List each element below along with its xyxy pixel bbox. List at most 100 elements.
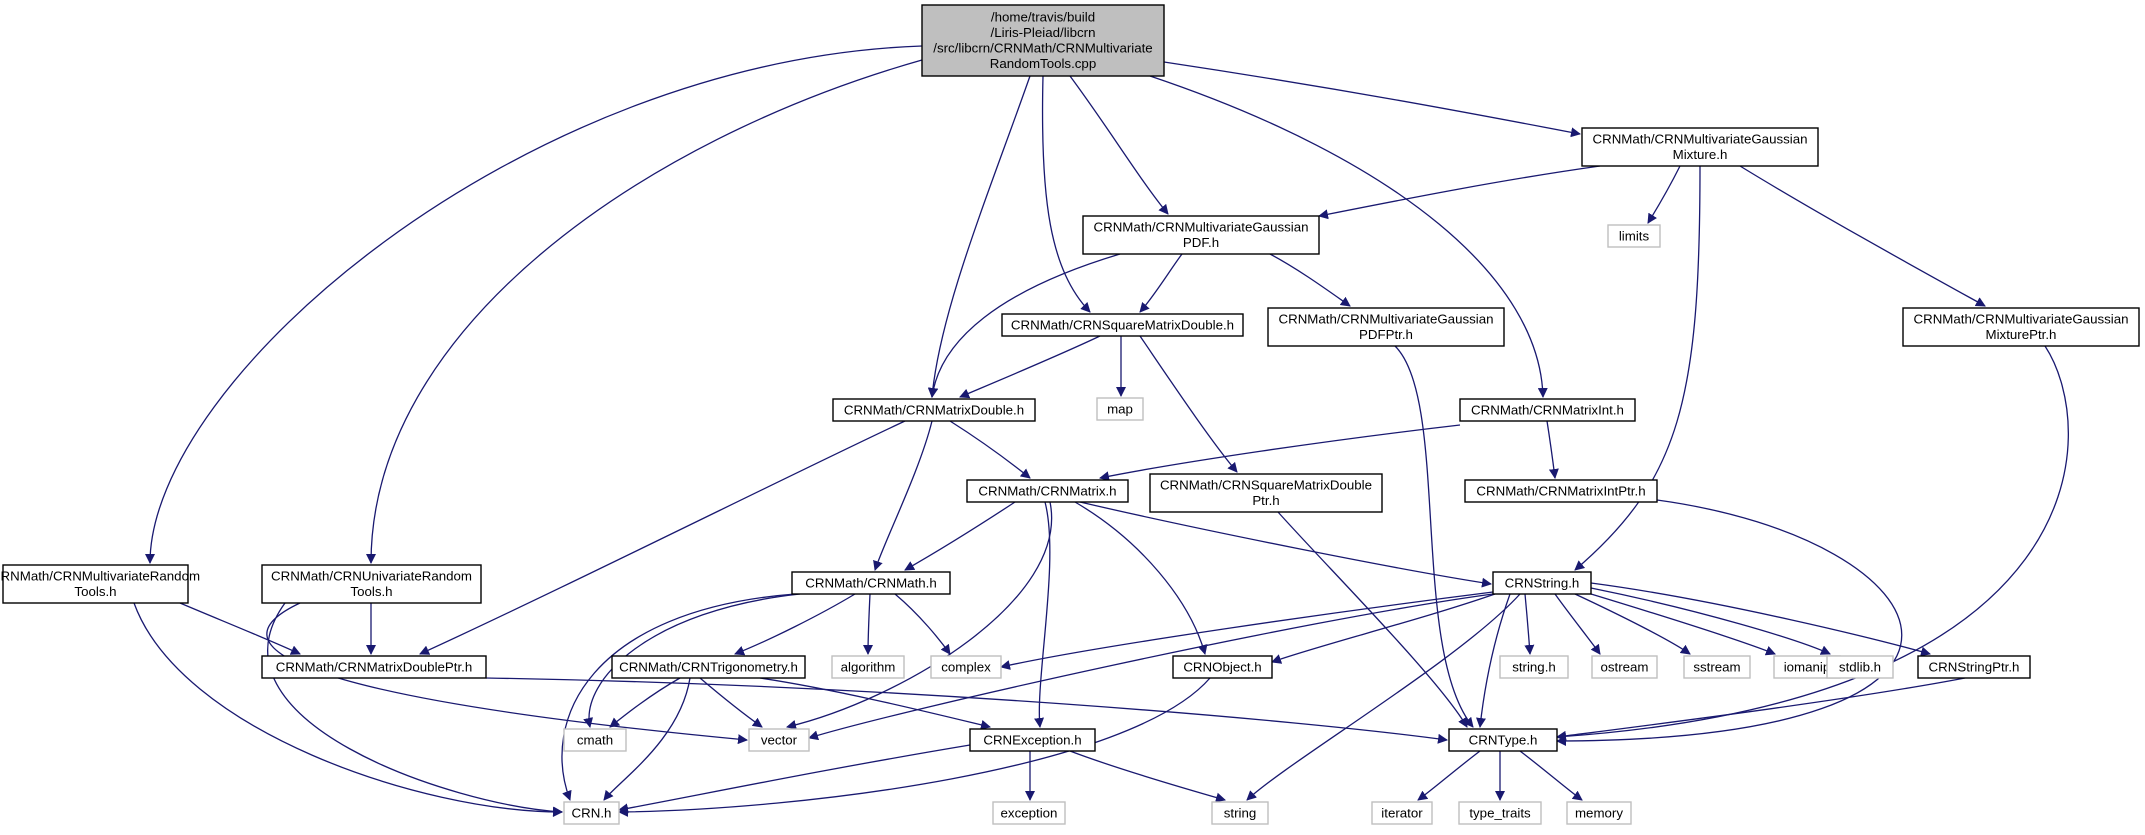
- node-box-mi: [1459, 398, 1636, 422]
- edge-trig-to-exc: [759, 677, 991, 730]
- edge-md-to-crnmath: [873, 420, 933, 571]
- node-label-type-line-0: CRNType.h: [1469, 732, 1538, 747]
- edge-crnmath-to-trig: [734, 593, 856, 656]
- node-box-stringh: [1499, 655, 1569, 679]
- edge-crnmath-to-algorithm: [863, 593, 874, 655]
- node-box-vector: [748, 728, 810, 752]
- node-exception: exception: [992, 801, 1066, 825]
- node-crnmath[interactable]: CRNMath/CRNMath.h: [791, 571, 951, 595]
- edge-exc-to-crnh: [618, 744, 971, 814]
- node-label-str-line-0: CRNString.h: [1505, 575, 1580, 590]
- edge-trig-to-vector: [699, 677, 763, 728]
- node-box-sqmd: [1001, 313, 1244, 337]
- edge-mat-to-str: [1079, 501, 1492, 588]
- node-iomanip: iomanip: [1773, 655, 1841, 679]
- node-label-stringh-line-0: string.h: [1512, 659, 1556, 674]
- edge-root-to-mgmix: [1163, 61, 1581, 138]
- node-miptr[interactable]: CRNMath/CRNMatrixIntPtr.h: [1464, 479, 1658, 503]
- node-label-root-line-2: /src/libcrn/CRNMath/CRNMultivariate: [933, 41, 1152, 56]
- node-label-md-line-0: CRNMath/CRNMatrixDouble.h: [844, 402, 1024, 417]
- node-box-mgpdf: [1082, 215, 1320, 255]
- edge-type-to-iterator: [1417, 750, 1481, 801]
- node-label-mgmixptr-line-1: MixturePtr.h: [1986, 327, 2057, 342]
- node-label-mgmix-line-0: CRNMath/CRNMultivariateGaussian: [1592, 132, 1807, 147]
- node-label-vector-line-0: vector: [761, 732, 798, 747]
- edge-mat-to-obj: [1074, 501, 1208, 655]
- node-ostream: ostream: [1591, 655, 1658, 679]
- edge-str-to-strptr: [1590, 582, 1931, 657]
- node-label-sqmdptr-line-1: Ptr.h: [1252, 493, 1279, 508]
- node-label-mat-line-0: CRNMath/CRNMatrix.h: [978, 483, 1116, 498]
- edge-str-to-iomanip: [1590, 593, 1776, 656]
- node-label-mvrandom-line-0: CRNMath/CRNMultivariateRandom: [0, 569, 200, 584]
- node-mgmixptr[interactable]: CRNMath/CRNMultivariateGaussianMixturePt…: [1902, 307, 2140, 347]
- file-nodes: /home/travis/build/Liris-Pleiad/libcrn/s…: [0, 4, 2140, 825]
- node-mat[interactable]: CRNMath/CRNMatrix.h: [966, 479, 1129, 503]
- edge-str-to-ostream: [1554, 593, 1601, 655]
- edge-mgmix-to-str: [1574, 165, 1701, 571]
- node-str[interactable]: CRNString.h: [1492, 571, 1592, 595]
- edge-sqmd-to-md: [959, 335, 1101, 399]
- edge-crnmath-to-crnh: [561, 593, 796, 801]
- node-label-mgpdfptr-line-0: CRNMath/CRNMultivariateGaussian: [1278, 312, 1493, 327]
- edge-type-to-memory: [1519, 750, 1583, 801]
- node-string: string: [1211, 801, 1269, 825]
- node-label-univrandom-line-0: CRNMath/CRNUnivariateRandom: [271, 569, 472, 584]
- edge-mgmix-to-limits: [1647, 165, 1681, 224]
- node-mi[interactable]: CRNMath/CRNMatrixInt.h: [1459, 398, 1636, 422]
- node-md[interactable]: CRNMath/CRNMatrixDouble.h: [832, 398, 1036, 422]
- edge-mi-to-miptr: [1546, 420, 1559, 479]
- node-type[interactable]: CRNType.h: [1448, 728, 1558, 752]
- node-label-strptr-line-0: CRNStringPtr.h: [1929, 659, 2020, 674]
- edge-root-to-md: [927, 75, 1031, 398]
- edge-md-to-mdptr: [419, 420, 906, 655]
- node-box-trig: [611, 655, 806, 679]
- edge-root-to-mgpdf: [1069, 75, 1169, 215]
- node-root[interactable]: /home/travis/build/Liris-Pleiad/libcrn/s…: [921, 4, 1165, 77]
- node-box-mvrandom: [2, 564, 189, 604]
- node-strptr[interactable]: CRNStringPtr.h: [1917, 655, 2031, 679]
- node-label-memory-line-0: memory: [1575, 805, 1623, 820]
- node-label-root-line-0: /home/travis/build: [991, 10, 1095, 25]
- node-label-string-line-0: string: [1224, 805, 1257, 820]
- node-mdptr[interactable]: CRNMath/CRNMatrixDoublePtr.h: [261, 655, 487, 679]
- node-label-miptr-line-0: CRNMath/CRNMatrixIntPtr.h: [1476, 483, 1645, 498]
- node-obj[interactable]: CRNObject.h: [1172, 655, 1273, 679]
- node-vector: vector: [748, 728, 810, 752]
- edge-str-to-complex: [1000, 591, 1494, 670]
- edge-mgpdf-to-md: [928, 253, 1121, 398]
- node-box-md: [832, 398, 1036, 422]
- edge-strptr-to-type: [1556, 677, 1966, 741]
- edge-mvrandom-to-crnh: [133, 602, 563, 817]
- edge-root-to-sqmd: [1041, 75, 1091, 313]
- edge-mdptr-to-type: [485, 677, 1448, 744]
- node-trig[interactable]: CRNMath/CRNTrigonometry.h: [611, 655, 806, 679]
- node-box-str: [1492, 571, 1592, 595]
- node-label-root-line-3: RandomTools.cpp: [990, 56, 1096, 71]
- node-sstream: sstream: [1683, 655, 1751, 679]
- node-label-mvrandom-line-1: Tools.h: [74, 584, 116, 599]
- node-limits: limits: [1607, 224, 1661, 248]
- node-complex: complex: [930, 655, 1002, 679]
- edge-root-to-univrandom: [366, 59, 923, 564]
- node-box-mat: [966, 479, 1129, 503]
- edge-crnmath-to-complex: [894, 593, 951, 655]
- node-sqmd[interactable]: CRNMath/CRNSquareMatrixDouble.h: [1001, 313, 1244, 337]
- node-memory: memory: [1566, 801, 1632, 825]
- edge-md-to-mat: [949, 420, 1031, 479]
- node-box-cmath: [563, 728, 627, 752]
- node-box-ostream: [1591, 655, 1658, 679]
- node-box-algorithm: [831, 655, 905, 679]
- node-label-sqmd-line-0: CRNMath/CRNSquareMatrixDouble.h: [1011, 317, 1234, 332]
- node-label-cmath-line-0: cmath: [577, 732, 613, 747]
- node-box-sqmdptr: [1149, 473, 1383, 513]
- node-box-exception: [992, 801, 1066, 825]
- node-exc[interactable]: CRNException.h: [969, 728, 1096, 752]
